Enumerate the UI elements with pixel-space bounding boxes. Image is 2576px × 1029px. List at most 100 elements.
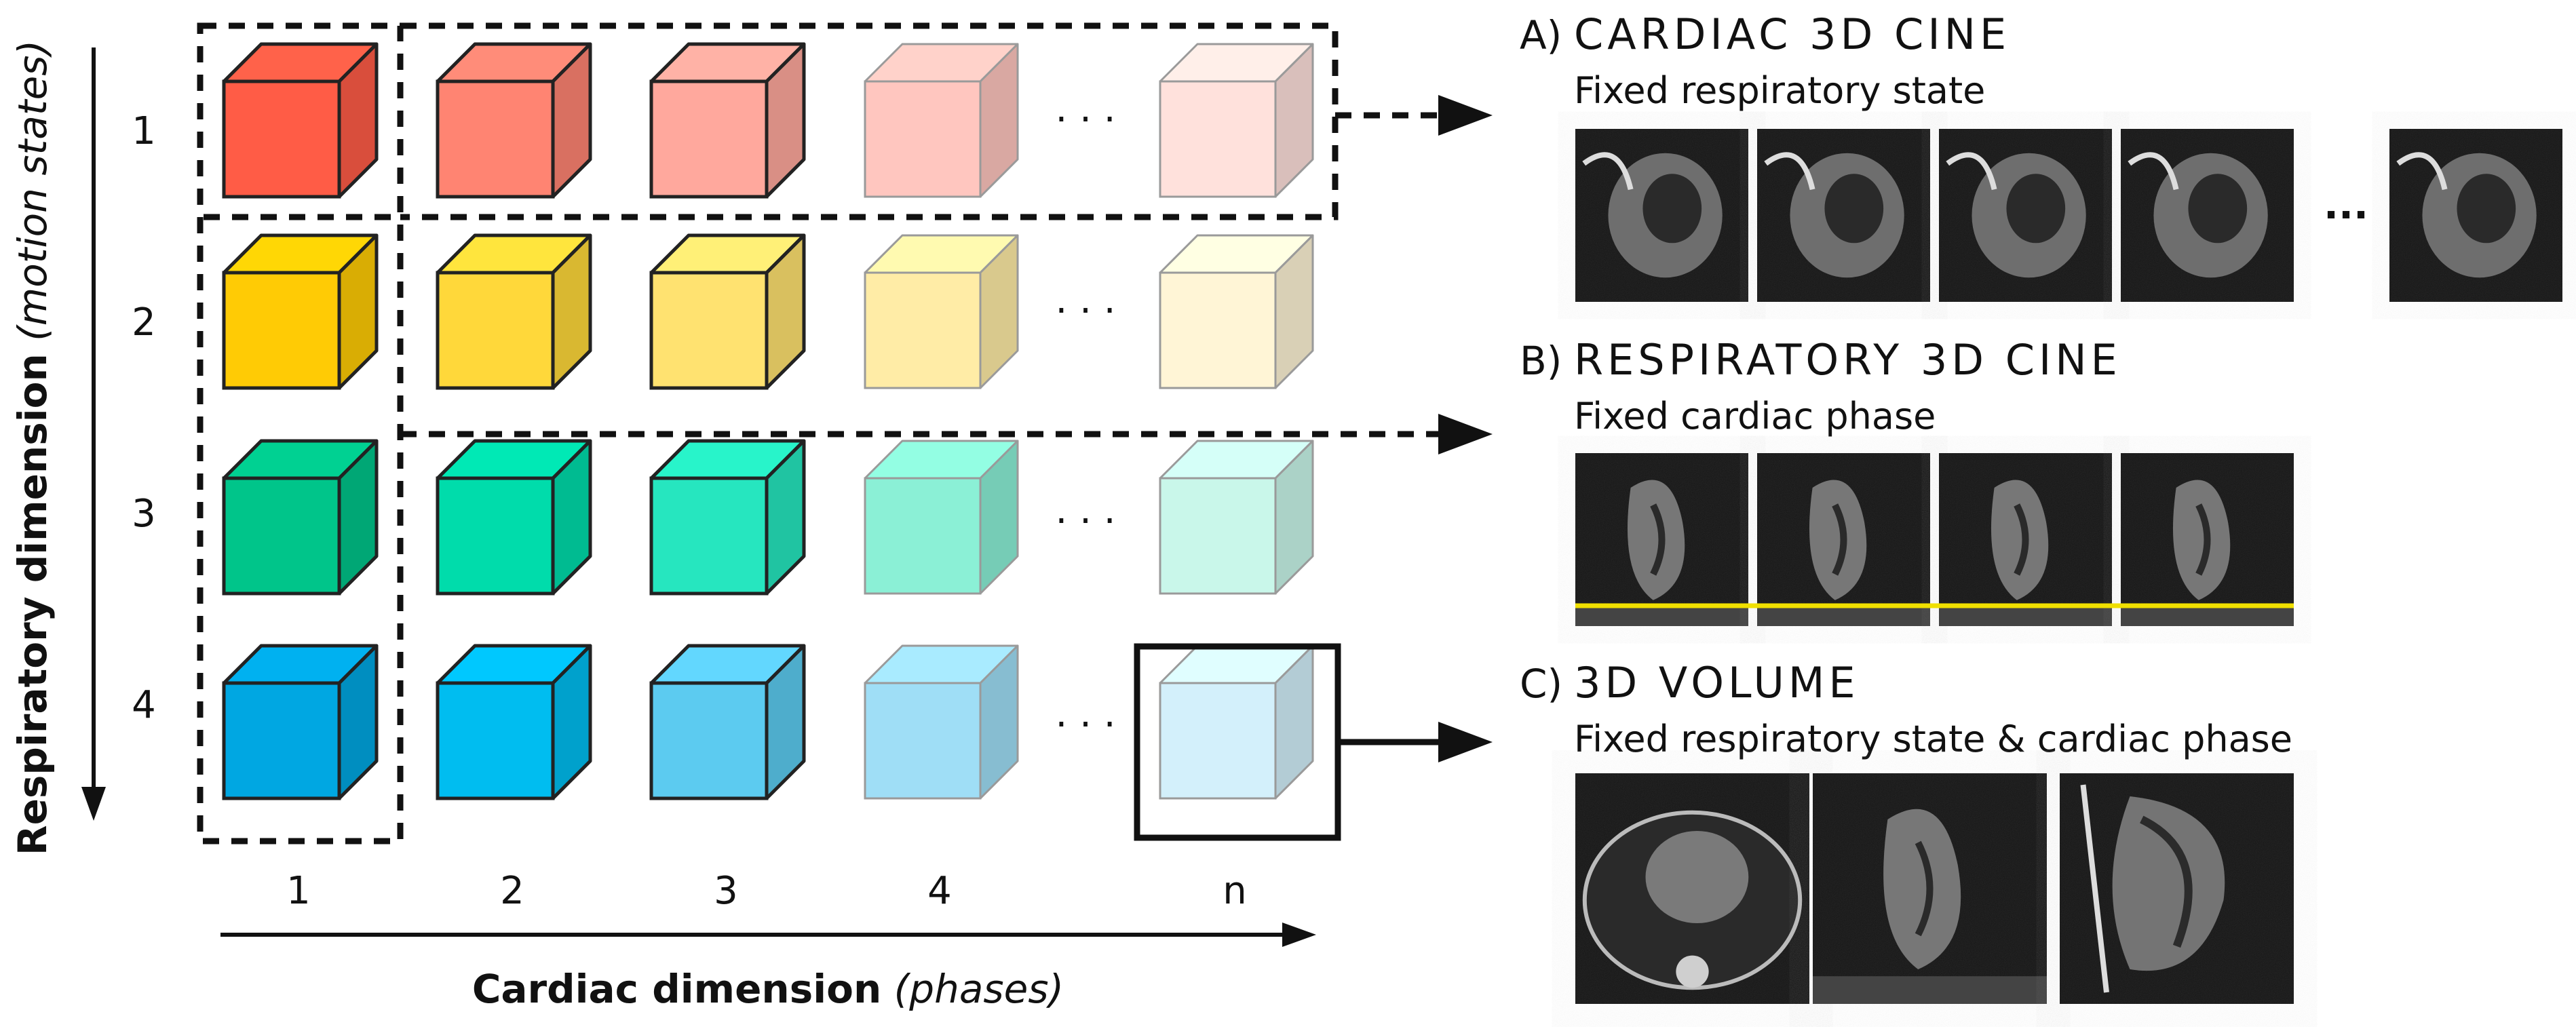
cube-front-face (1159, 682, 1277, 800)
heart-shape (2112, 796, 2225, 971)
cube-front-face (1159, 80, 1277, 198)
panel-b-images (1575, 453, 2294, 626)
panel-a-letter: A) (1520, 12, 1562, 58)
liver-shape (1939, 605, 2112, 626)
mri-image (2060, 773, 2294, 1004)
mri-image (1757, 129, 1930, 302)
panel-b: B) RESPIRATORY 3D CINE Fixed cardiac pha… (1520, 335, 2294, 626)
cube-grid (222, 42, 1314, 800)
ventricle-shape (2140, 815, 2193, 948)
liver-shape (1813, 976, 2047, 1004)
cube-front-face (649, 681, 769, 800)
mri-image (2121, 453, 2294, 626)
mri-image (1813, 773, 2047, 1004)
grid-ellipsis: · · · (1055, 703, 1115, 747)
ventricle-shape (2006, 174, 2066, 244)
cube (222, 42, 379, 199)
cube (436, 233, 592, 390)
cube-front-face (864, 477, 982, 595)
ventricle-shape (2014, 503, 2029, 576)
chest-wall-shape (2080, 784, 2109, 993)
cube-front-face (436, 79, 555, 199)
grid-ellipsis: · · · (1055, 98, 1115, 142)
cardiac-axis-arrowhead (1282, 923, 1316, 947)
cube (436, 42, 592, 199)
liver-shape (1757, 605, 1930, 626)
cube (436, 439, 592, 596)
cube-front-face (864, 271, 982, 389)
column-label: 4 (927, 869, 952, 913)
cube (1159, 234, 1314, 389)
row-label: 2 (132, 300, 156, 345)
cube (649, 439, 806, 596)
vessel-shape (1946, 152, 1997, 191)
cube-front-face (222, 476, 341, 596)
vessel-shape (1582, 152, 1634, 191)
arrow-head-b (1438, 414, 1493, 454)
heart-shape (1991, 480, 2049, 600)
arrow-head-c (1438, 722, 1493, 762)
cube-front-face (864, 80, 982, 198)
spine-shape (1676, 955, 1709, 988)
ventricle-shape (1915, 840, 1934, 937)
cube-front-face (864, 682, 982, 800)
cube-front-face (222, 681, 341, 800)
row-label: 4 (132, 683, 156, 727)
mri-image (1575, 129, 1748, 302)
ventricle-shape (1642, 174, 1702, 244)
cardiac-axis-label: Cardiac dimension (phases) (472, 966, 1064, 1012)
cube-front-face (436, 681, 555, 800)
cube-front-face (649, 79, 769, 199)
vessel-shape (2396, 152, 2448, 191)
panel-b-subtitle: Fixed cardiac phase (1574, 395, 1936, 438)
cube-front-face (1159, 477, 1277, 595)
row-label: 3 (132, 492, 156, 536)
vessel-shape (1764, 152, 1815, 191)
panel-a-ellipsis: ... (2324, 182, 2368, 228)
heart-shape (1809, 480, 1867, 600)
liver-shape (1575, 605, 1748, 626)
cube (864, 234, 1019, 389)
arrow-head-a (1438, 95, 1493, 136)
cube (864, 440, 1019, 595)
cube (864, 644, 1019, 800)
cube-front-face (649, 476, 769, 596)
cube (222, 439, 379, 596)
column-label: 2 (500, 869, 524, 913)
cube (864, 43, 1019, 198)
cube-front-face (649, 271, 769, 390)
cube (649, 233, 806, 390)
panel-c: C) 3D VOLUME Fixed respiratory state & c… (1520, 658, 2294, 1004)
column-label: n (1223, 869, 1247, 913)
cube (436, 644, 592, 800)
grid-ellipses: · · · · · · · · · · · · (1055, 98, 1115, 747)
column-labels: 1 2 3 4 n (286, 869, 1247, 913)
respiratory-axis-arrowhead (81, 787, 106, 821)
grid-ellipsis: · · · (1055, 289, 1115, 333)
ventricle-shape (2195, 503, 2211, 576)
cube (1159, 43, 1314, 198)
mri-image (1575, 453, 1748, 626)
cube-front-face (1159, 271, 1277, 389)
cube-front-face (436, 271, 555, 390)
panel-b-title: RESPIRATORY 3D CINE (1574, 335, 2121, 385)
panel-c-letter: C) (1520, 661, 1562, 707)
ventricle-shape (1824, 174, 1884, 244)
ventricle-shape (2457, 174, 2516, 244)
panel-b-letter: B) (1520, 338, 1562, 384)
column-label: 3 (714, 869, 738, 913)
mri-image (1939, 453, 2112, 626)
mri-image (1939, 129, 2112, 302)
cube (1159, 440, 1314, 595)
panel-a-title: CARDIAC 3D CINE (1574, 9, 2010, 59)
panel-c-subtitle: Fixed respiratory state & cardiac phase (1574, 718, 2292, 760)
liver-shape (2121, 605, 2294, 626)
panel-a-images (1575, 129, 2562, 302)
ventricle-shape (1650, 503, 1666, 576)
cube (649, 42, 806, 199)
ventricle-shape (2188, 174, 2248, 244)
row-labels: 1 2 3 4 (132, 109, 156, 727)
vessel-shape (2128, 152, 2179, 191)
mri-image (1575, 773, 1809, 1004)
